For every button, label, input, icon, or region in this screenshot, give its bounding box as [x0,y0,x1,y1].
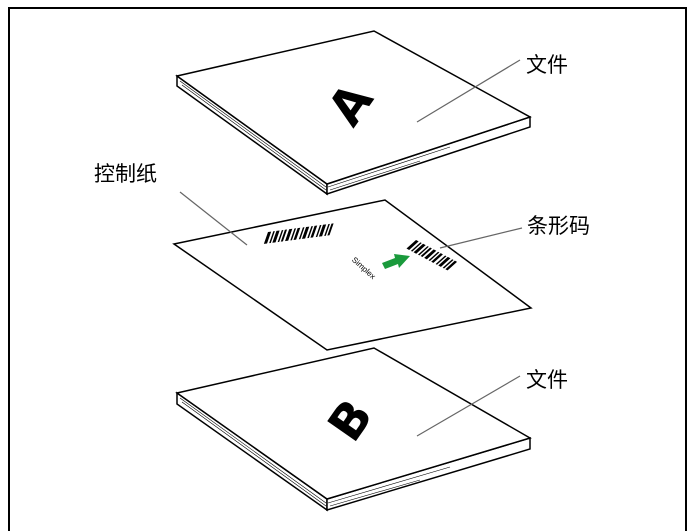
document-bottom-label: 文件 [526,368,568,392]
document-top-label: 文件 [526,53,568,77]
leader-line-control-sheet [179,191,248,246]
document-b: B [175,347,532,512]
leader-line-document-top [416,59,521,123]
control-sheet: Simplex [172,191,533,351]
barcode-1 [263,223,334,244]
leader-line-document-bottom [416,375,521,437]
diagram-frame [8,7,687,531]
feed-direction-arrow-icon [382,254,410,269]
barcode-label: 条形码 [527,214,590,238]
document-a: A [175,30,532,196]
control-sheet-label: 控制纸 [94,162,157,186]
leader-line-barcode [439,227,523,249]
barcode-2 [406,240,458,271]
